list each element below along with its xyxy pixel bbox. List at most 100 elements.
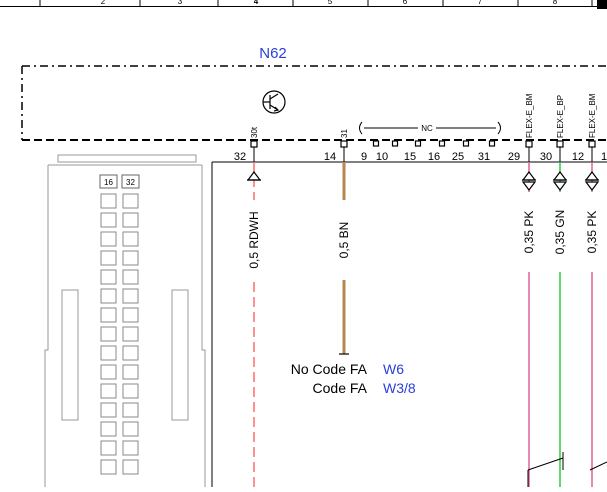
pin-terminal-3 [556,140,564,148]
nc-pin-terminal-9 [372,140,380,147]
cavity [100,402,117,418]
cavity [122,364,139,380]
arrow-down-2 [521,181,537,191]
cavity [100,288,117,304]
cavity [122,212,139,228]
cavity [100,364,117,380]
nc-pin-terminal-25 [462,140,470,147]
cavity [122,345,139,361]
connector-label-box-a [99,174,118,189]
harness-frame [211,161,607,487]
reference-link-w6[interactable]: W6 [383,361,404,377]
cavity [122,326,139,342]
arrow-down-3 [552,181,568,191]
wire-label-bg-3 [552,192,568,272]
reference-label-2: Code FA [313,380,368,396]
reference-label-1: No Code FA [291,361,368,377]
cavity [122,440,139,456]
arrow-up-0 [246,171,262,181]
ruler-cell-8: 8 [553,0,558,6]
cavity [100,383,117,399]
pin-number-32: 32 [234,151,246,163]
wire-label-bg-4 [584,192,600,272]
wires: 0,5 RDWH 0,5 BN 0,35 PK 0,35 GN 0,35 PK [246,162,600,487]
pin-terminal-1 [340,140,348,148]
pin-function-4: FLEX-E_BM [588,93,597,138]
code-references: No Code FA W6 Code FA W3/8 [291,361,416,396]
pin-terminal-0 [250,140,258,148]
connector-body [44,164,206,487]
cavity [122,250,139,266]
cavity [122,383,139,399]
nc-pin-terminal-31 [488,140,496,147]
cavity [100,459,117,475]
nc-bracket: NC [359,121,501,135]
cavity [122,459,139,475]
cavity [100,250,117,266]
ruler-cell-4: 4 [254,0,259,6]
page-ruler: 2 3 4 5 6 7 8 [0,0,607,9]
cavity [100,421,117,437]
wire-label-1: 0,5 BN [337,222,351,259]
arrow-down-4 [584,181,600,191]
ruler-cell-2: 2 [101,0,106,6]
reference-link-w3-8[interactable]: W3/8 [383,380,416,396]
pin-number-12: 12 [572,151,584,163]
cavity [100,307,117,323]
wire-label-bg-2 [521,192,537,272]
corner-marker [597,0,607,9]
pin-terminal-4 [588,140,596,148]
arrow-up-3 [552,171,568,181]
ruler-cell-6: 6 [403,0,408,6]
pin-function-0: 30t [250,126,259,138]
pin-function-2: FLEX-E_BM [525,93,534,138]
ruler-cell-3: 3 [178,0,183,6]
transistor-icon [262,90,286,114]
cavity [100,193,117,209]
arrow-up-4 [584,171,600,181]
wire-label-2: 0,35 PK [522,211,536,254]
cavity [122,402,139,418]
nc-pin-number-9: 9 [361,151,367,163]
arrow-up-2 [521,171,537,181]
nc-pin-number-10: 10 [376,151,388,163]
cavity [100,326,117,342]
module-title[interactable]: N62 [259,45,287,62]
cavity [122,231,139,247]
wire-label-3: 0,35 GN [553,210,567,255]
wire-label-bg-1 [336,200,352,280]
cavity [100,231,117,247]
nc-pin-number-31: 31 [478,151,490,163]
wire-label-bg-0 [246,200,262,280]
cavity [100,212,117,228]
cavity [100,269,117,285]
wire-label-0: 0,5 RDWH [247,211,261,268]
nc-pin-number-25: 25 [452,151,464,163]
ruler-cell-7: 7 [478,0,483,6]
nc-pin-number-16: 16 [428,151,440,163]
pin-number-30: 30 [540,151,552,163]
pin-number-14: 14 [324,151,336,163]
module-box [21,65,607,141]
connector-latches [61,289,189,421]
cavity [122,421,139,437]
connector-top-lip [57,154,197,163]
nc-pin-number-15: 15 [404,151,416,163]
nc-pin-terminal-10 [391,140,399,147]
pin-terminal-2 [525,140,533,148]
nc-pin-terminal-15 [414,140,422,147]
connector-label-b: 32 [126,178,135,187]
cavity [122,193,139,209]
connector-label-box-b [121,174,140,189]
cavity [100,440,117,456]
cavity [122,307,139,323]
wire-label-4: 0,35 PK [585,211,599,254]
nc-pins: 9 10 15 16 25 31 [361,140,496,163]
connector-label-a: 16 [104,178,113,187]
cavity [122,269,139,285]
pin-function-1: 31 [340,129,349,138]
